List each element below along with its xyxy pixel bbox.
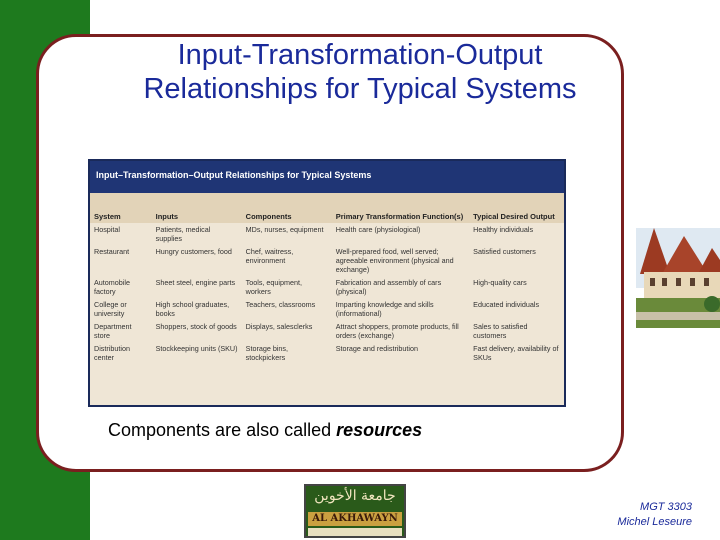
table-cell: Attract shoppers, promote products, fill…	[335, 322, 459, 340]
table-cell: Distribution center	[94, 344, 130, 362]
table-cell: Restaurant	[94, 247, 130, 256]
table-cell: Stockkeeping units (SKU)	[155, 344, 238, 353]
table-cell: Healthy individuals	[473, 225, 534, 234]
table-cell: Teachers, classrooms	[245, 300, 316, 309]
column-header: Primary Transformation Function(s)	[331, 193, 470, 223]
logo-arabic-text: جامعة الأخوين	[314, 488, 396, 504]
table-cell: Shoppers, stock of goods	[155, 322, 237, 331]
column-header: Inputs	[151, 193, 242, 223]
table-cell: Hospital	[94, 225, 120, 234]
slide-title-line2: Relationships for Typical Systems	[143, 73, 577, 105]
table-cell: Sheet steel, engine parts	[155, 278, 236, 287]
table-cell: Patients, medical supplies	[155, 225, 211, 243]
table-cell: Displays, salesclerks	[245, 322, 313, 331]
table-cell: Department store	[94, 322, 132, 340]
slide-title-line1: Input-Transformation-Output	[177, 39, 543, 71]
table-row: College or university High school gradua…	[90, 298, 564, 320]
table-cell: Hungry customers, food	[155, 247, 232, 256]
table-header-row: System Inputs Components Primary Transfo…	[90, 193, 564, 223]
table-cell: Storage and redistribution	[335, 344, 419, 353]
table-cell: Chef, waitress, environment	[245, 247, 294, 265]
table-row: Automobile factory Sheet steel, engine p…	[90, 276, 564, 298]
table-cell: MDs, nurses, equipment	[245, 225, 324, 234]
systems-table: System Inputs Components Primary Transfo…	[90, 193, 564, 364]
table-cell: Sales to satisfied customers	[473, 322, 528, 340]
table-cell: High school graduates, books	[155, 300, 230, 318]
slide-title: Input-Transformation-Output Relationship…	[100, 38, 620, 106]
table-row: Department store Shoppers, stock of good…	[90, 320, 564, 342]
table-cell: Storage bins, stockpickers	[245, 344, 289, 362]
caption-emphasis: resources	[336, 420, 423, 440]
campus-building-illustration	[636, 208, 720, 348]
logo-strip	[308, 528, 402, 536]
table-cell: Well-prepared food, well served; agreeab…	[335, 247, 454, 274]
campus-building-photo	[636, 208, 720, 348]
table-cell: Health care (physiological)	[335, 225, 421, 234]
table-cell: Educated individuals	[473, 300, 540, 309]
table-cell: Automobile factory	[94, 278, 130, 296]
table-row: Distribution center Stockkeeping units (…	[90, 342, 564, 364]
table-cell: Imparting knowledge and skills (informat…	[335, 300, 434, 318]
footer-author: Michel Leseure	[617, 516, 692, 528]
university-logo: جامعة الأخوين AL AKHAWAYN	[304, 484, 406, 538]
column-header: Typical Desired Output	[469, 193, 564, 223]
footer-course: MGT 3303	[640, 501, 692, 513]
table-cell: College or university	[94, 300, 127, 318]
table-cell: High-quality cars	[473, 278, 527, 287]
column-header: System	[90, 193, 152, 223]
table-row: Hospital Patients, medical supplies MDs,…	[90, 223, 564, 245]
table-cell: Tools, equipment, workers	[245, 278, 302, 296]
resources-caption: Components are also called resources	[108, 420, 422, 441]
column-header: Components	[241, 193, 332, 223]
table-cell: Fast delivery, availability of SKUs	[473, 344, 559, 362]
slide-footer: MGT 3303 Michel Leseure	[617, 500, 692, 530]
table-heading: Input–Transformation–Output Relationship…	[90, 161, 564, 193]
table-cell: Fabrication and assembly of cars (physic…	[335, 278, 442, 296]
logo-latin-text: AL AKHAWAYN	[308, 512, 402, 526]
caption-text: Components are also called	[108, 420, 337, 440]
table-row: Restaurant Hungry customers, food Chef, …	[90, 245, 564, 276]
systems-table-figure: Input–Transformation–Output Relationship…	[88, 159, 566, 407]
table-cell: Satisfied customers	[473, 247, 536, 256]
